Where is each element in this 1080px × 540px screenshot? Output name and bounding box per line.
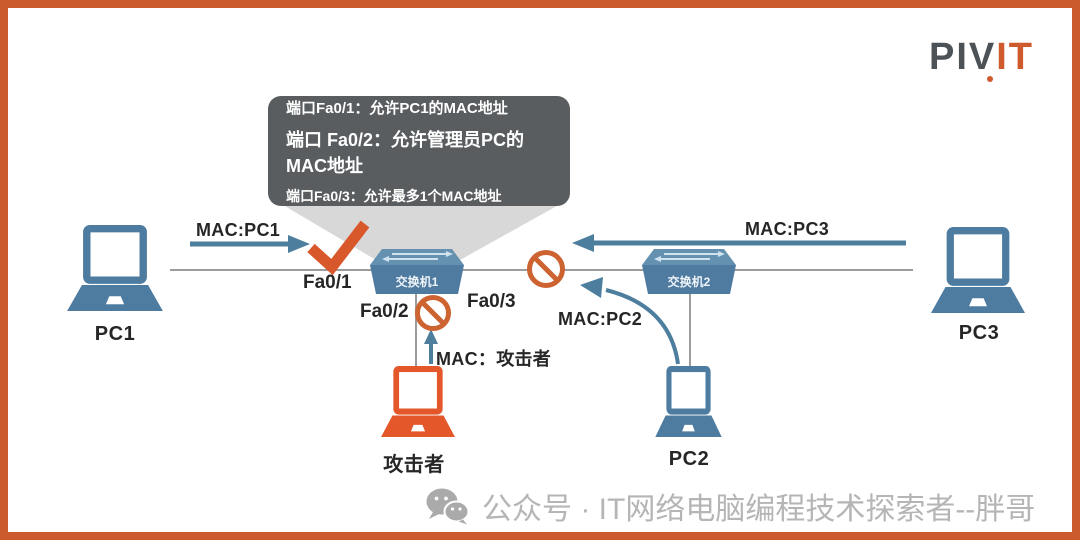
switch-icon-2 (642, 249, 736, 294)
label-port-fa01: Fa0/1 (303, 272, 352, 293)
arrow-mac-attacker (424, 329, 438, 364)
pivit-logo: PIV IT (928, 36, 1034, 82)
label-port-fa03: Fa0/3 (467, 291, 516, 312)
label-pc1: PC1 (94, 323, 136, 345)
label-switch2: 交换机2 (667, 275, 711, 289)
no-entry-icon-backbone (527, 250, 565, 288)
port-rules-callout: 端口Fa0/1：允许PC1的MAC地址 端口 Fa0/2：允许管理员PC的MAC… (268, 96, 570, 206)
switch-icon-1 (370, 249, 464, 294)
arrow-mac-pc1 (190, 235, 310, 253)
watermark: 公众号 · IT网络电脑编程技术探索者--胖哥 (424, 484, 1035, 528)
arrow-mac-pc3 (572, 234, 906, 252)
label-mac-pc3: MAC:PC3 (745, 219, 830, 239)
callout-rule-fa01: 端口Fa0/1：允许PC1的MAC地址 (286, 99, 508, 117)
label-mac-pc1: MAC:PC1 (196, 220, 281, 240)
check-icon (307, 220, 370, 276)
network-diagram (67, 202, 1026, 437)
callout-rule-fa03: 端口Fa0/3：允许最多1个MAC地址 (286, 187, 502, 204)
watermark-text: 公众号 · IT网络电脑编程技术探索者--胖哥 (482, 493, 1036, 526)
label-mac-pc2: MAC:PC2 (558, 309, 643, 329)
label-port-fa02: Fa0/2 (360, 301, 409, 322)
laptop-icon-attacker (381, 366, 455, 437)
pivit-logo-gray: PIV (928, 36, 997, 78)
arrow-mac-pc2 (580, 277, 680, 365)
label-switch1: 交换机1 (395, 275, 439, 289)
no-entry-icon-fa02 (415, 295, 451, 331)
pivit-logo-dot-icon (987, 76, 994, 82)
label-pc3: PC3 (958, 322, 1000, 344)
callout-rule-fa02: 端口 Fa0/2：允许管理员PC的MAC地址 (286, 129, 525, 176)
callout-pointer (278, 202, 564, 260)
label-pc2: PC2 (668, 448, 710, 470)
laptop-icon-pc2 (655, 366, 722, 437)
label-mac-attacker: MAC：攻击者 (436, 349, 552, 369)
laptop-icon-pc1 (67, 225, 163, 311)
wechat-icon (426, 488, 470, 525)
pivit-logo-orange: IT (987, 36, 1034, 82)
laptop-icon-pc3 (930, 227, 1026, 313)
label-attacker: 攻击者 (383, 454, 445, 476)
